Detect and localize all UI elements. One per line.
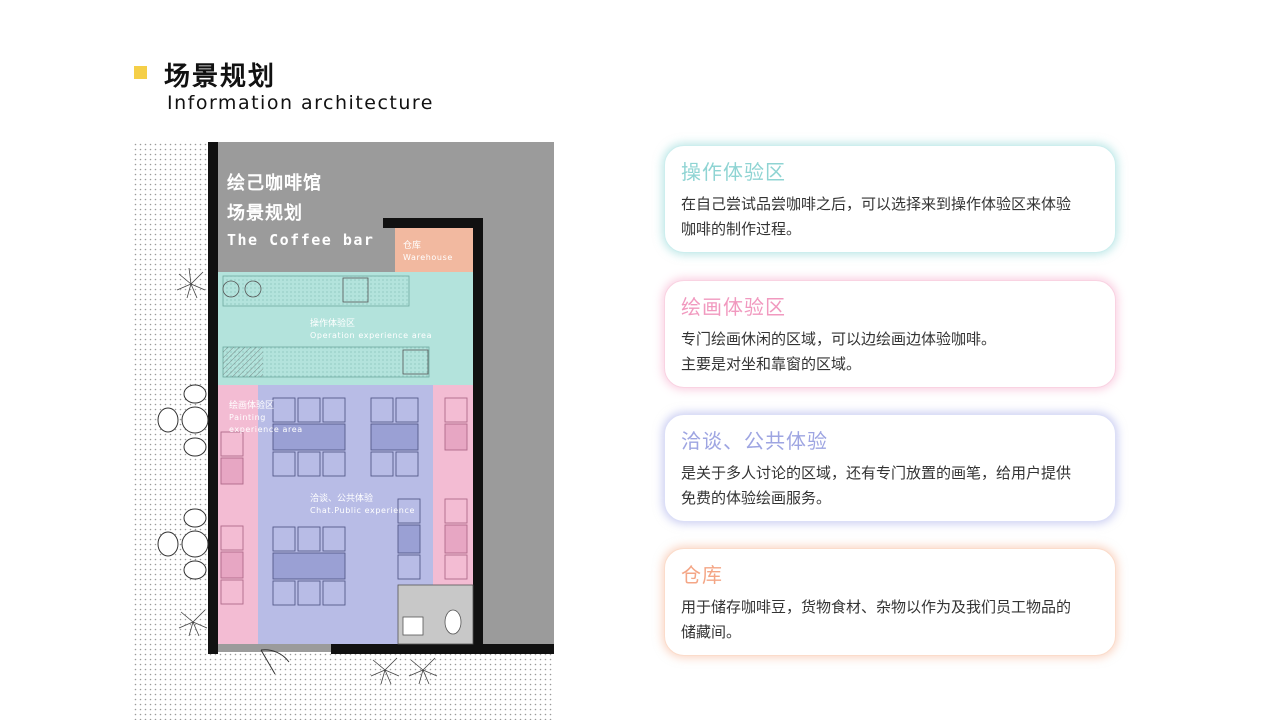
sink-circle (222, 280, 240, 298)
zone-operation-counter (222, 275, 410, 307)
page-subtitle: Information architecture (167, 92, 434, 114)
washbasin (402, 616, 424, 636)
plan-title-line2: 场景规划 (227, 203, 303, 224)
wall-right (473, 218, 483, 654)
painting-seats (220, 397, 468, 605)
card-chat-area: 洽谈、公共体验 是关于多人讨论的区域，还有专门放置的画笔，给用户提供 免费的体验… (664, 414, 1116, 522)
toilet (444, 609, 462, 635)
card-title: 仓库 (681, 563, 723, 587)
page-title: 场景规划 (164, 62, 277, 92)
zone-label-warehouse: 仓库 Warehouse (403, 241, 453, 262)
card-title: 操作体验区 (681, 160, 786, 184)
card-title: 绘画体验区 (681, 295, 786, 319)
wall-left (208, 142, 218, 654)
outdoor-chairs (157, 384, 209, 580)
counter-box-2 (402, 349, 429, 375)
outdoor-bottom (133, 652, 554, 720)
plan-title-line3: The Coffee bar (227, 231, 375, 249)
wall-bottom-left (208, 644, 218, 654)
wall-bottom-right (331, 644, 554, 654)
zone-label-operation: 操作体验区 Operation experience area (310, 319, 433, 340)
wall-top-warehouse (383, 218, 483, 228)
card-operation-area: 操作体验区 在自己尝试品尝咖啡之后，可以选择来到操作体验区来体验 咖啡的制作过程… (664, 145, 1116, 253)
zone-label-chat: 洽谈、公共体验 Chat.Public experience (310, 494, 415, 515)
floor-plan-drawing (133, 142, 554, 720)
zone-warehouse (395, 228, 473, 272)
zone-label-painting: 绘画体验区 Painting experience area (229, 401, 303, 434)
entrance-door (260, 649, 290, 675)
card-painting-area: 绘画体验区 专门绘画休闲的区域，可以边绘画边体验咖啡。 主要是对坐和靠窗的区域。 (664, 280, 1116, 388)
card-body: 专门绘画休闲的区域，可以边绘画边体验咖啡。 主要是对坐和靠窗的区域。 (681, 330, 997, 373)
plants (176, 267, 438, 685)
title-accent-square (134, 66, 147, 79)
card-body: 用于储存咖啡豆，货物食材、杂物以作为及我们员工物品的 储藏间。 (681, 598, 1072, 641)
zone-painting-left (218, 385, 258, 644)
card-body: 在自己尝试品尝咖啡之后，可以选择来到操作体验区来体验 咖啡的制作过程。 (681, 195, 1072, 238)
plan-title-line1: 绘己咖啡馆 (227, 173, 322, 194)
sink-circle-2 (244, 280, 262, 298)
counter-box (342, 277, 369, 303)
counter-hatch (223, 347, 263, 377)
card-title: 洽谈、公共体验 (681, 429, 828, 453)
floor-plan: 绘己咖啡馆 场景规划 The Coffee bar 仓库 Warehouse 操… (133, 142, 554, 720)
card-warehouse: 仓库 用于储存咖啡豆，货物食材、杂物以作为及我们员工物品的 储藏间。 (664, 548, 1116, 656)
chat-tables (272, 397, 421, 606)
card-body: 是关于多人讨论的区域，还有专门放置的画笔，给用户提供 免费的体验绘画服务。 (681, 464, 1072, 507)
